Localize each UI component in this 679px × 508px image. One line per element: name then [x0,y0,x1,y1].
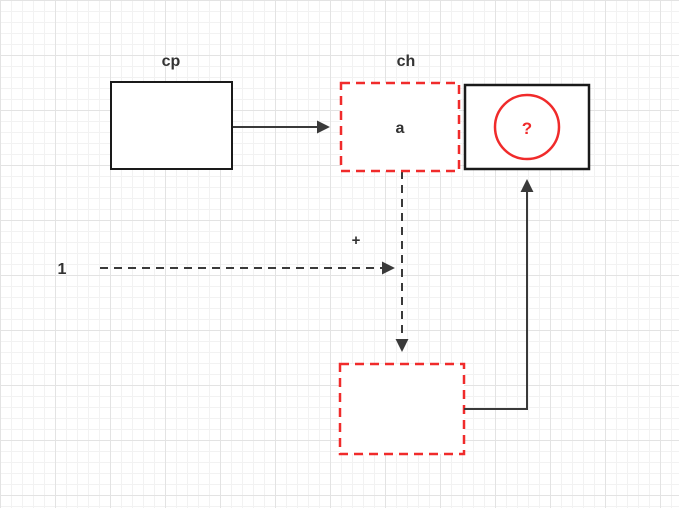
node-cp-box [110,81,233,170]
connector-bottom-to-result [464,179,534,410]
label-cp: cp [162,53,181,70]
node-bottom-red-dashed-box [338,362,466,456]
label-question-mark: ? [522,119,532,138]
node-a-red-dashed-box [339,81,461,173]
label-a: a [396,120,405,137]
question-circle [493,93,561,161]
label-ch: ch [397,53,416,70]
label-one: 1 [58,261,67,278]
node-result-box [463,83,591,171]
label-plus: + [352,232,361,249]
